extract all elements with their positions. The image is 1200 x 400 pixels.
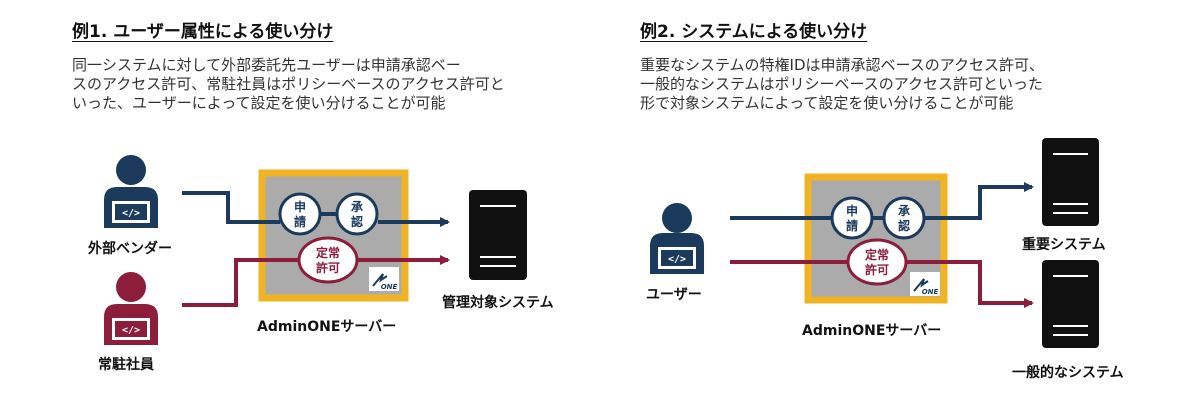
policy-to-general-arrow [906,260,1034,308]
example2-heading: 例2. システムによる使い分け [640,22,868,42]
example2-desc-line: 一般的なシステムはポリシーベースのアクセス許可といった [640,75,1044,93]
svg-text:申: 申 [846,203,858,218]
vendor-label: 外部ベンダー [88,241,172,257]
general-system-server-icon [1042,260,1099,348]
important-system-server-icon [1042,138,1099,226]
vendor-flow-line [182,191,280,224]
svg-text:ONE: ONE [922,288,939,296]
svg-text:請: 請 [846,218,858,233]
example1-desc-line: スのアクセス許可、常駐社員はポリシーベースのアクセス許可と [72,75,505,93]
logo-text: ONE [381,283,398,291]
apply-node: 申 請 [830,196,874,240]
example1-desc-line: 同一システムに対して外部委託先ユーザーは申請承認ベー [72,56,461,74]
example1-description: 同一システムに対して外部委託先ユーザーは申請承認ベー スのアクセス許可、常駐社員… [72,56,505,113]
approve-node: 承 認 [335,192,379,236]
svg-text:承: 承 [898,204,910,218]
general-system-label: 一般的なシステム [1012,365,1124,381]
policy-node: 定常 許可 [297,236,359,284]
code-glyph: </> [122,325,140,336]
svg-text:申: 申 [294,199,306,214]
code-glyph: </> [122,208,140,219]
svg-text:認: 認 [351,214,363,229]
svg-text:定常: 定常 [865,247,889,262]
user-icon: </> [650,203,704,274]
policy-node: 定常 許可 [846,238,908,286]
server-label: AdminONEサーバー [257,319,397,335]
svg-text:請: 請 [294,214,306,229]
staff-user-icon: </> [104,272,158,345]
target-system-label: 管理対象システム [442,295,554,311]
approve-node: 承 認 [882,196,926,240]
approve-to-important-arrow [924,182,1034,220]
user-label: ユーザー [646,287,702,303]
apply-node: 申 請 [278,192,322,236]
staff-label: 常駐社員 [98,357,154,373]
example2-description: 重要なシステムの特権IDは申請承認ベースのアクセス許可、 一般的なシステムはポリ… [640,56,1044,113]
example2-desc-line: 形で対象システムによって設定を使い分けることが可能 [640,94,1014,112]
vendor-user-icon: </> [104,155,158,228]
svg-text:許可: 許可 [316,260,340,275]
svg-text:認: 認 [898,218,910,233]
svg-text:定常: 定常 [316,245,340,260]
example1-desc-line: いった、ユーザーによって設定を使い分けることが可能 [72,94,446,112]
svg-text:承: 承 [351,200,363,214]
important-system-label: 重要システム [1022,237,1106,253]
server-label: AdminONEサーバー [802,323,942,339]
example2-desc-line: 重要なシステムの特権IDは申請承認ベースのアクセス許可、 [640,56,1045,74]
managed-system-server-icon [469,190,527,280]
staff-flow-line [182,258,298,307]
example1-heading: 例1. ユーザー属性による使い分け [72,22,334,42]
svg-text:許可: 許可 [865,262,889,277]
code-glyph: </> [668,254,686,265]
